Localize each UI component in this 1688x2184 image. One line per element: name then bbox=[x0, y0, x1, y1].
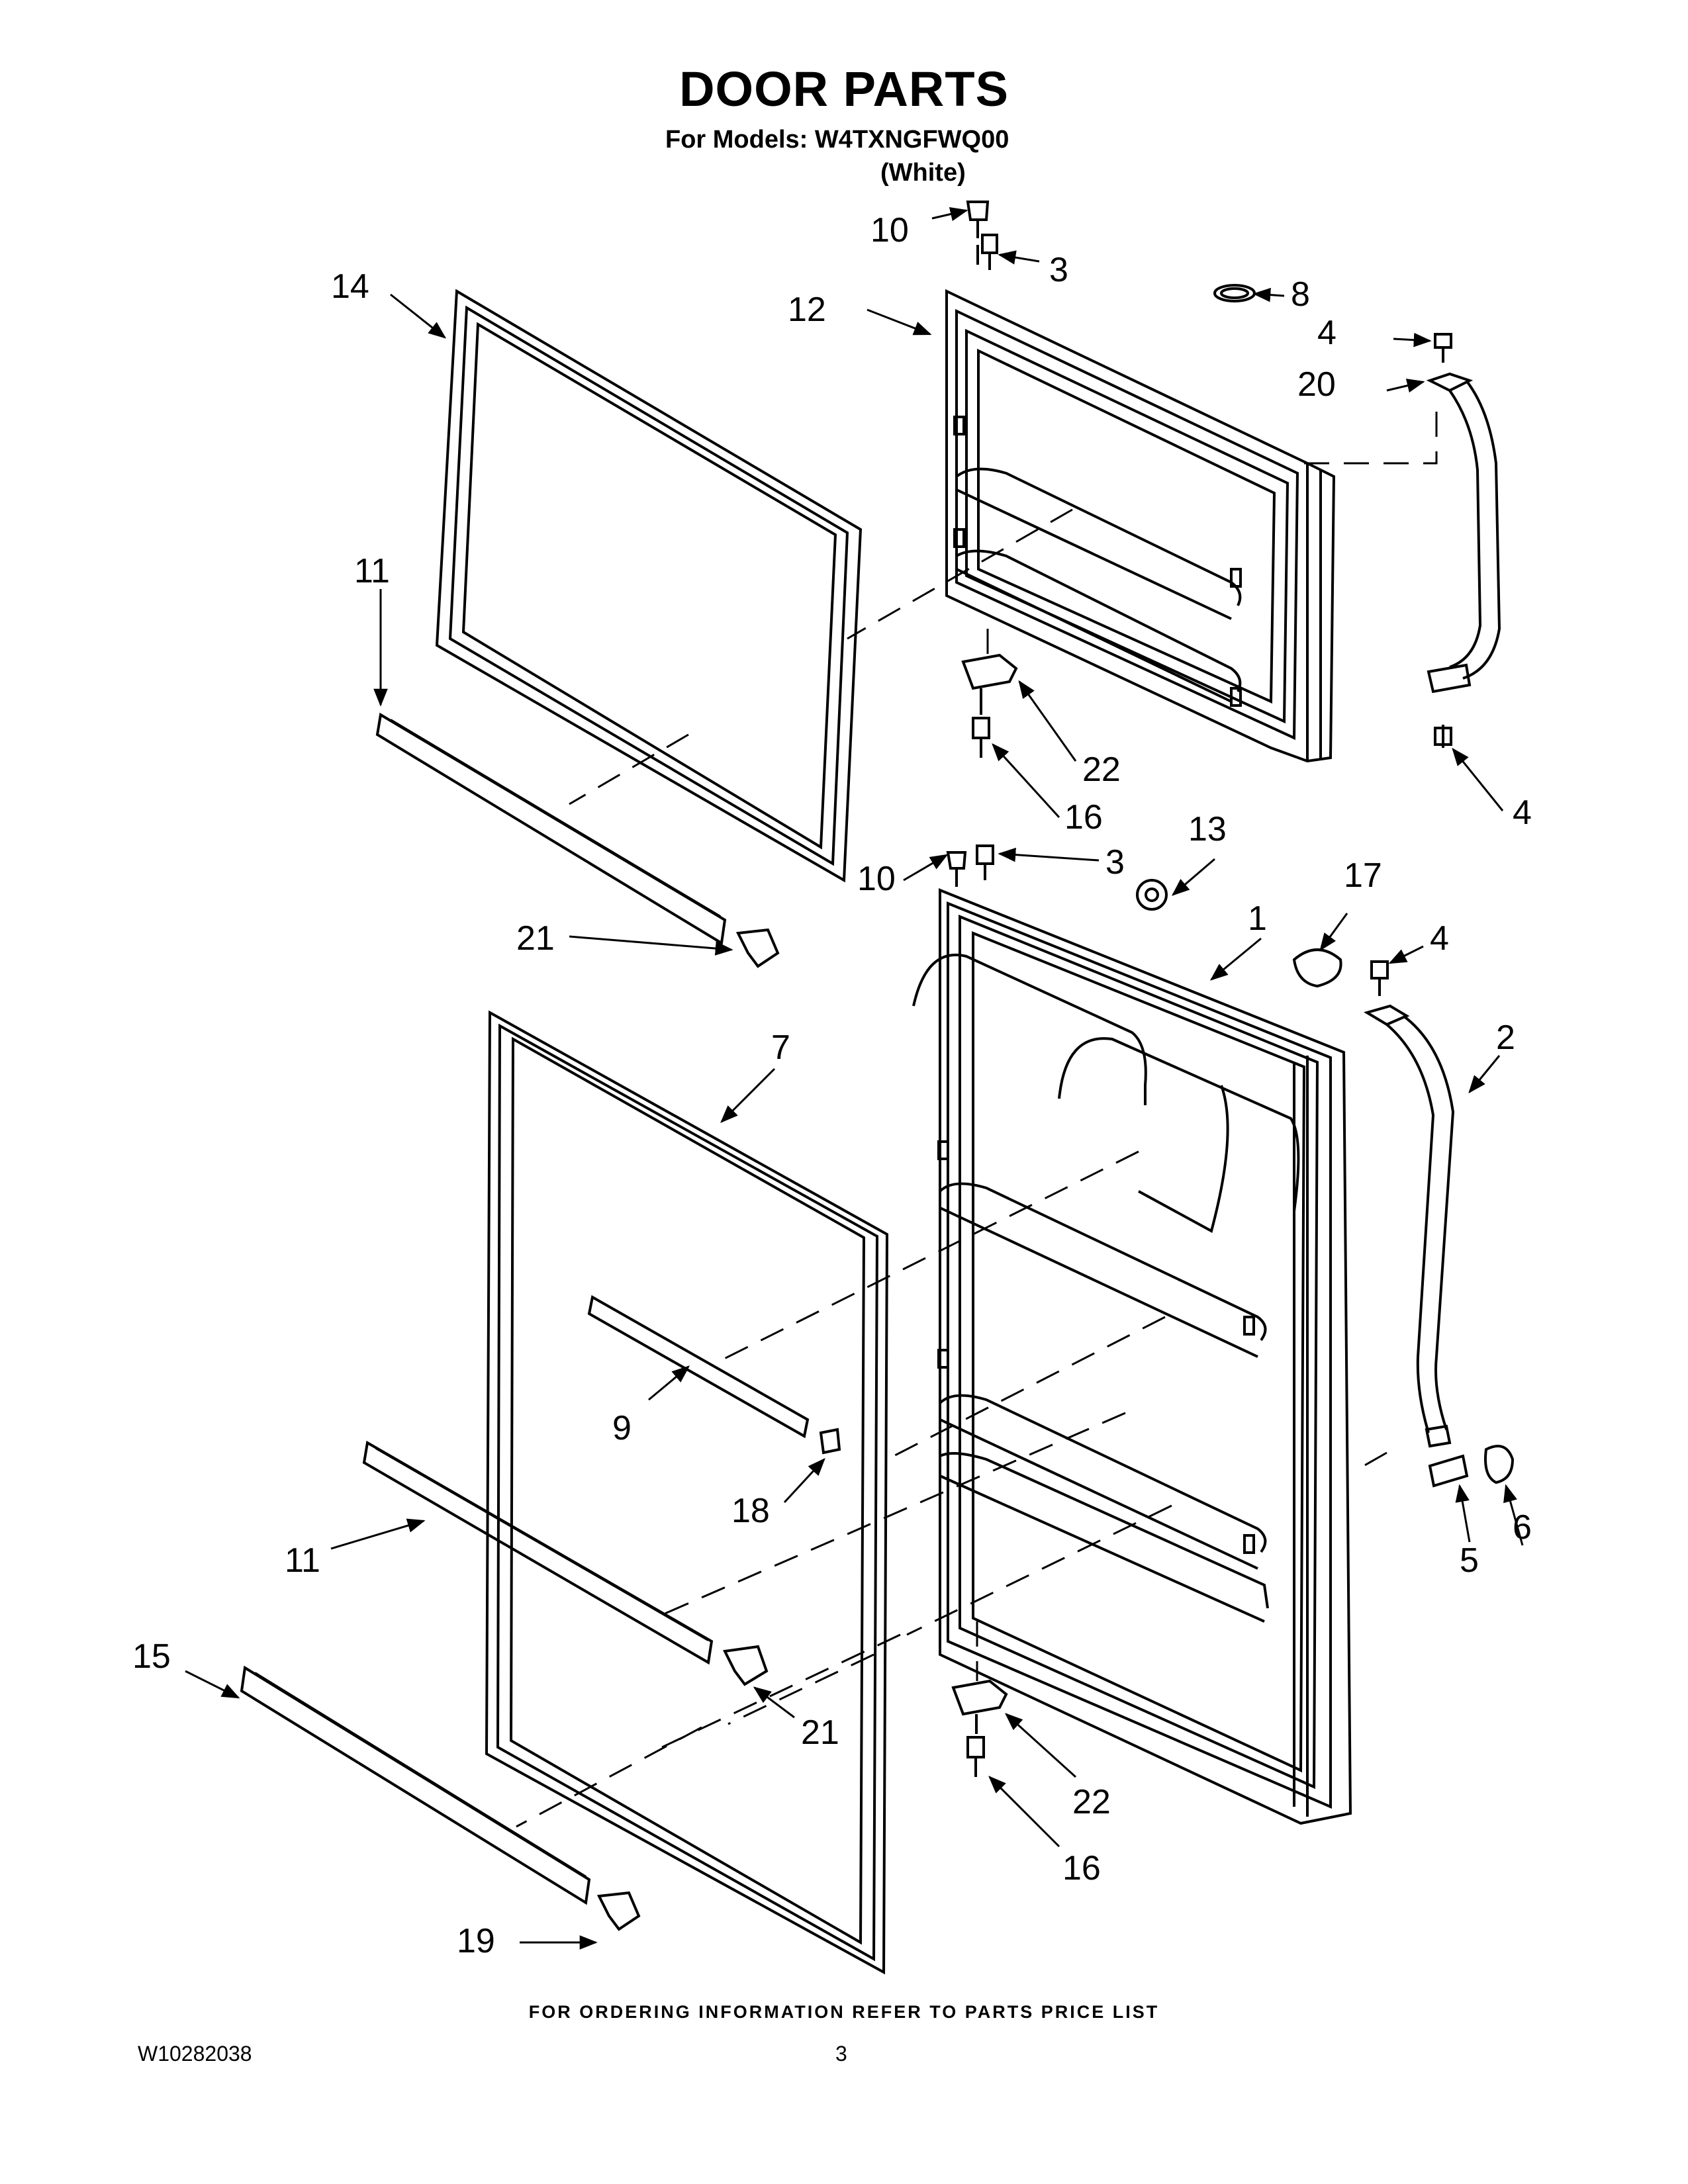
page-title: DOOR PARTS bbox=[679, 62, 1009, 116]
callout-21-upper: 21 bbox=[516, 919, 555, 958]
callout-labels: 10 3 8 4 20 12 14 11 21 22 16 4 10 3 13 … bbox=[132, 211, 1532, 1960]
freezer-door bbox=[945, 289, 1336, 763]
callout-6: 6 bbox=[1513, 1508, 1532, 1547]
callout-18: 18 bbox=[731, 1492, 770, 1530]
callout-13: 13 bbox=[1188, 810, 1227, 848]
models-line: For Models: W4TXNGFWQ00 bbox=[665, 126, 1009, 154]
callout-8: 8 bbox=[1291, 275, 1310, 314]
callout-4-upper: 4 bbox=[1317, 314, 1336, 352]
callout-10-top: 10 bbox=[870, 211, 909, 250]
page-number: 3 bbox=[835, 2042, 847, 2066]
callout-21-lower: 21 bbox=[801, 1713, 839, 1752]
callout-16-upper: 16 bbox=[1064, 798, 1103, 837]
freezer-door-gasket bbox=[435, 289, 863, 883]
fresh-food-hinge-hardware bbox=[946, 844, 1515, 1777]
fresh-food-door bbox=[912, 888, 1352, 1825]
callout-11-upper: 11 bbox=[354, 552, 390, 590]
callout-leaders bbox=[185, 206, 1524, 1950]
callout-17: 17 bbox=[1344, 856, 1382, 895]
document-number: W10282038 bbox=[138, 2042, 252, 2066]
door-strips-and-clips bbox=[240, 1295, 841, 1931]
callout-12: 12 bbox=[788, 291, 826, 329]
callout-11-lower: 11 bbox=[285, 1541, 320, 1580]
callout-14: 14 bbox=[331, 267, 369, 306]
callout-15: 15 bbox=[132, 1637, 171, 1676]
assembly-lines bbox=[516, 410, 1438, 1828]
callout-1: 1 bbox=[1248, 899, 1267, 938]
callout-19: 19 bbox=[457, 1922, 495, 1960]
callout-2: 2 bbox=[1496, 1019, 1515, 1057]
callout-22-lower: 22 bbox=[1072, 1783, 1111, 1821]
fresh-food-door-gasket bbox=[485, 1010, 889, 1975]
callout-20: 20 bbox=[1297, 365, 1336, 404]
callout-3-middle: 3 bbox=[1105, 843, 1125, 882]
callout-10-middle: 10 bbox=[857, 860, 896, 898]
callout-4-lower: 4 bbox=[1430, 919, 1449, 958]
callout-4-lower-right: 4 bbox=[1513, 794, 1532, 832]
model-variant: (White) bbox=[880, 159, 966, 187]
freezer-door-strip bbox=[375, 712, 780, 968]
callout-16-lower: 16 bbox=[1062, 1849, 1101, 1888]
callout-22-upper: 22 bbox=[1082, 751, 1121, 789]
callout-3-top: 3 bbox=[1049, 251, 1068, 289]
ordering-note: FOR ORDERING INFORMATION REFER TO PARTS … bbox=[528, 2002, 1160, 2022]
callout-9: 9 bbox=[612, 1409, 632, 1447]
callout-7: 7 bbox=[771, 1028, 790, 1067]
freezer-hinge-hardware bbox=[961, 201, 1501, 758]
callout-5: 5 bbox=[1460, 1541, 1479, 1580]
